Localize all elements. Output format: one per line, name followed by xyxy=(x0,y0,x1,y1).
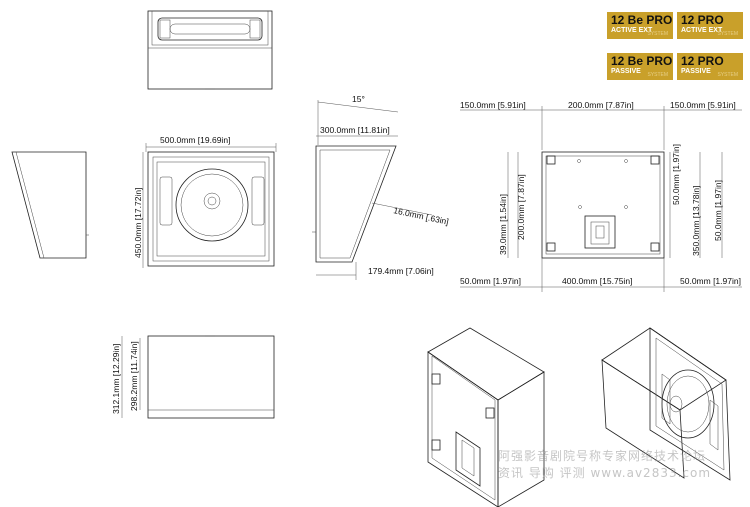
badge-12-pro-active: 12 PRO ACTIVE EXT SYSTEM xyxy=(677,12,743,39)
rear-bottom-left-label: 50.0mm [1.97in] xyxy=(460,276,521,286)
left-side-view xyxy=(11,151,89,259)
rear-top-mid-label: 200.0mm [7.87in] xyxy=(568,100,634,110)
badge-12-be-pro-passive: 12 Be PRO PASSIVE SYSTEM xyxy=(607,53,673,80)
watermark: 阿强影音剧院号称专家网络技术论坛 资讯 导购 评测 www.av2833.com xyxy=(498,448,748,482)
badge-12-be-pro-active: 12 Be PRO ACTIVE EXT SYSTEM xyxy=(607,12,673,39)
bottom-inner-label: 298.2mm [11.74in] xyxy=(129,341,139,411)
rear-right-c-label: 50.0mm [1.97in] xyxy=(713,180,723,241)
bottom-view: 312.1mm [12.29in] 298.2mm [11.74in] xyxy=(111,335,275,419)
isometric-front-view xyxy=(601,327,731,481)
rear-right-b-label: 350.0mm [13.78in] xyxy=(691,186,701,256)
rear-right-a-label: 50.0mm [1.97in] xyxy=(671,144,681,205)
rear-top-right-label: 150.0mm [5.91in] xyxy=(670,100,736,110)
rear-top-left-label: 150.0mm [5.91in] xyxy=(460,100,526,110)
side-view: 15° 300.0mm [11.81in] 16.0mm [.63in] 179… xyxy=(312,94,450,280)
front-width-label: 500.0mm [19.69in] xyxy=(160,135,230,145)
rear-bottom-right-label: 50.0mm [1.97in] xyxy=(680,276,741,286)
top-view xyxy=(147,10,273,90)
front-height-label: 450.0mm [17.72in] xyxy=(133,188,143,258)
side-angle-label: 15° xyxy=(352,94,365,104)
badge-12-pro-passive: 12 PRO PASSIVE SYSTEM xyxy=(677,53,743,80)
rear-bottom-mid-label: 400.0mm [15.75in] xyxy=(562,276,632,286)
isometric-rear-view xyxy=(427,327,545,507)
side-wall-label: 16.0mm [.63in] xyxy=(393,205,450,226)
side-bottom-depth-label: 179.4mm [7.06in] xyxy=(368,266,434,276)
rear-view: 150.0mm [5.91in] 200.0mm [7.87in] 150.0m… xyxy=(460,100,742,292)
rear-left-a-label: 200.0mm [7.87in] xyxy=(516,174,526,240)
watermark-line2: 资讯 导购 评测 www.av2833.com xyxy=(498,466,712,480)
bottom-outer-label: 312.1mm [12.29in] xyxy=(111,344,121,414)
rear-left-b-label: 39.0mm [1.54in] xyxy=(498,194,508,255)
front-view: 500.0mm [19.69in] 450.0mm [17.72in] xyxy=(133,135,277,268)
side-top-depth-label: 300.0mm [11.81in] xyxy=(320,125,390,135)
watermark-line1: 阿强影音剧院号称专家网络技术论坛 xyxy=(498,449,707,463)
